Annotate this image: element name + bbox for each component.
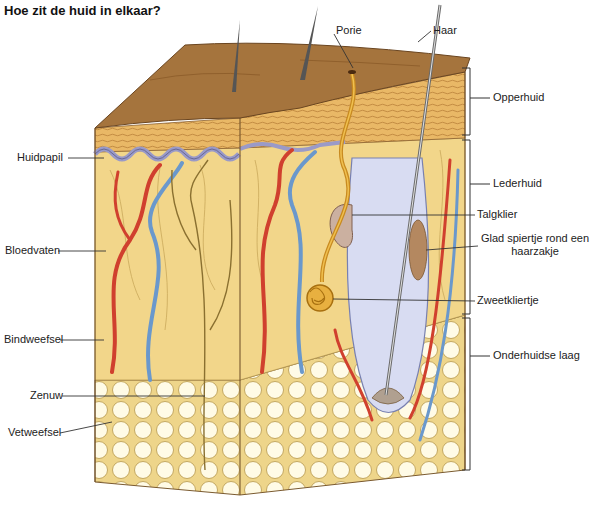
- leader-line: [334, 34, 353, 68]
- layer-label: Opperhuid: [493, 91, 544, 104]
- part-label: Vetweefsel: [8, 426, 61, 439]
- part-label: Zweetkliertje: [477, 294, 539, 307]
- part-label: Talgklier: [477, 208, 517, 221]
- bracket: [462, 140, 490, 314]
- bracket: [462, 68, 490, 135]
- papilla-border: [95, 149, 239, 159]
- part-label: Haar: [433, 24, 457, 37]
- pore: [348, 70, 356, 74]
- nerve: [210, 200, 232, 330]
- blood-vessels: [112, 150, 458, 440]
- leader-lines: [58, 31, 478, 433]
- papilla-border: [95, 149, 239, 159]
- sweat-duct: [322, 74, 354, 282]
- bracket: [462, 318, 490, 470]
- smooth-muscle: [409, 220, 427, 280]
- leader-line: [62, 396, 205, 397]
- leader-line: [68, 158, 104, 159]
- block-edge: [95, 72, 465, 495]
- part-label: Bindweefsel: [4, 333, 63, 346]
- leader-line: [333, 299, 475, 301]
- layer-label: Onderhuidse laag: [493, 349, 580, 362]
- sweat-coil: [307, 285, 333, 311]
- nerve: [191, 160, 208, 470]
- hair-shaft: [232, 20, 240, 92]
- layer-brackets: [462, 68, 490, 470]
- nerves: [172, 160, 232, 470]
- leader-line: [352, 215, 475, 216]
- surface-fold: [150, 60, 420, 80]
- layer-label: Lederhuid: [493, 177, 542, 190]
- hair-shaft: [386, 5, 440, 395]
- artery: [115, 172, 130, 240]
- leader-line: [58, 251, 106, 252]
- hair-shaft: [300, 6, 318, 80]
- part-label: Zenuw: [30, 389, 63, 402]
- vein: [148, 163, 182, 380]
- leader-line: [60, 340, 104, 341]
- hair-shaft: [386, 5, 440, 395]
- skin-surface: [95, 43, 470, 128]
- diagram-title: Hoe zit de huid in elkaar?: [4, 3, 161, 18]
- sweat-duct: [322, 74, 354, 282]
- vein: [290, 152, 315, 372]
- part-label: Bloedvaten: [5, 244, 60, 257]
- artery: [112, 165, 160, 372]
- part-label: Glad spiertje rond een haarzakje: [480, 232, 590, 258]
- leader-line: [418, 31, 431, 42]
- artery: [262, 150, 292, 372]
- part-label: Porie: [336, 24, 362, 37]
- sweat-coil: [310, 288, 325, 304]
- nerve: [172, 170, 196, 250]
- part-label: Huidpapil: [17, 151, 63, 164]
- leader-line: [60, 422, 112, 433]
